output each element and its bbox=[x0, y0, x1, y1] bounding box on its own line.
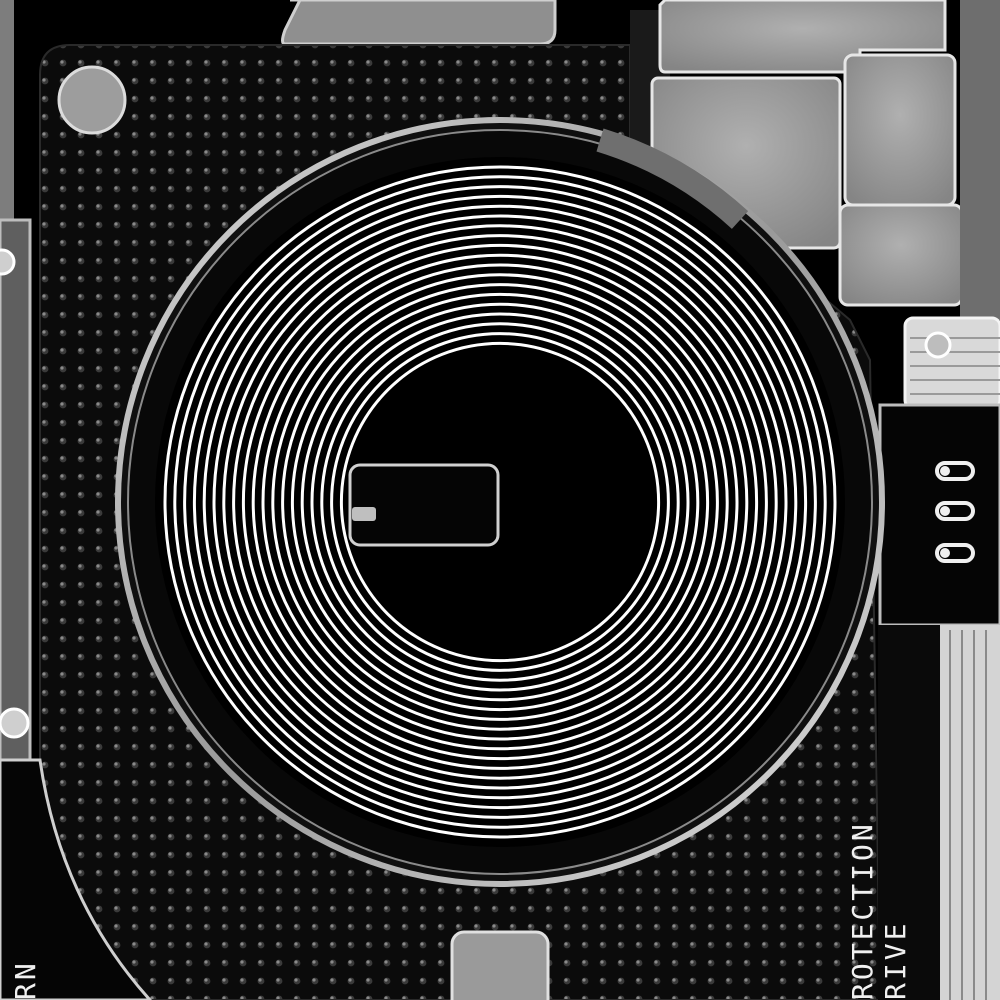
screw-left-lower bbox=[0, 707, 30, 739]
coil-winding bbox=[261, 263, 739, 741]
coil-winding bbox=[290, 292, 710, 712]
coil-winding bbox=[339, 341, 661, 663]
coil-winding bbox=[251, 253, 749, 751]
screw-hole-top-left bbox=[57, 65, 127, 135]
coil-winding bbox=[222, 224, 778, 780]
coil-winding bbox=[212, 214, 788, 790]
coil-winding bbox=[271, 273, 729, 731]
coil-winding bbox=[163, 165, 837, 839]
coil-winding bbox=[173, 175, 827, 829]
coil-winding bbox=[202, 204, 798, 800]
coil-winding bbox=[192, 194, 808, 810]
screw-left-upper bbox=[0, 248, 16, 276]
coil-winding bbox=[241, 243, 759, 761]
coil-winding bbox=[310, 312, 690, 692]
coil-winding bbox=[281, 283, 719, 721]
coil-winding bbox=[320, 322, 680, 682]
bottom-left-region bbox=[0, 758, 153, 1000]
top-tab bbox=[281, 0, 557, 46]
coil-winding bbox=[183, 185, 817, 819]
left-bracket bbox=[0, 218, 32, 762]
coil-winding bbox=[232, 234, 768, 770]
label-rotection: ROTECTION bbox=[846, 821, 879, 1000]
right-connector bbox=[878, 316, 1000, 1000]
bottom-tab bbox=[450, 930, 550, 1000]
charging-coil bbox=[115, 117, 885, 887]
coil-winding bbox=[330, 332, 670, 672]
coil-winding bbox=[300, 302, 700, 702]
label-rn: RN bbox=[9, 960, 42, 1000]
coil-lead bbox=[348, 463, 500, 547]
label-rive: RIVE bbox=[879, 921, 912, 1000]
